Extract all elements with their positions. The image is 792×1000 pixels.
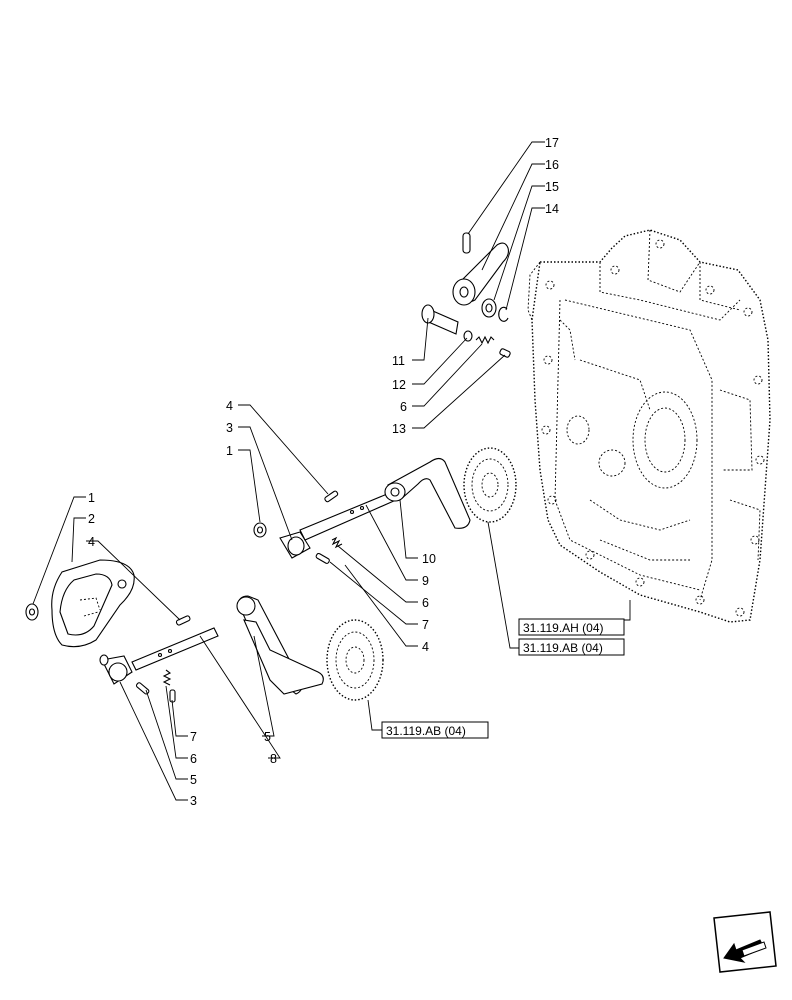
callout-11: 11 <box>392 354 405 368</box>
callout-16: 16 <box>545 158 559 172</box>
callout-8: 8 <box>270 752 277 766</box>
callout-6-mid: 6 <box>422 596 429 610</box>
callout-6-low: 6 <box>190 752 197 766</box>
callout-13: 13 <box>392 422 406 436</box>
selector-rod-9 <box>299 491 397 541</box>
synchro-gear-upper <box>463 447 517 523</box>
spring-6-mid <box>331 536 343 549</box>
callout-7-mid: 7 <box>422 618 429 632</box>
selector-lever-assembly <box>421 232 511 358</box>
upper-selector-fork-assembly <box>253 447 517 564</box>
callout-14: 14 <box>545 202 559 216</box>
callout-4-right: 4 <box>422 640 429 654</box>
pin-13 <box>499 348 511 358</box>
reference-31-119-ab-lower[interactable]: 31.119.AB (04) <box>381 721 489 739</box>
callout-labels: 17 16 15 14 11 12 6 13 4 3 1 10 9 6 7 4 … <box>88 136 559 808</box>
leader-lines <box>32 141 631 801</box>
callout-7-low: 7 <box>190 730 197 744</box>
callout-5-low: 5 <box>190 773 197 787</box>
callout-15: 15 <box>545 180 559 194</box>
svg-text:31.119.AH (04): 31.119.AH (04) <box>523 621 604 635</box>
next-page-arrow-icon[interactable] <box>713 911 777 973</box>
spring-6-top <box>475 335 495 345</box>
callout-4-mid: 4 <box>226 399 233 413</box>
reference-31-119-ah[interactable]: 31.119.AH (04) <box>518 618 625 636</box>
callout-1-low: 1 <box>88 491 95 505</box>
reference-31-119-ab-upper[interactable]: 31.119.AB (04) <box>518 638 625 656</box>
callout-17: 17 <box>545 136 559 150</box>
callout-9: 9 <box>422 574 429 588</box>
pin-7-low <box>169 689 176 703</box>
callout-6-top: 6 <box>400 400 407 414</box>
callout-3-mid: 3 <box>226 421 233 435</box>
callout-2: 2 <box>88 512 95 526</box>
spring-6-low <box>162 669 172 686</box>
svg-text:31.119.AB (04): 31.119.AB (04) <box>523 641 603 655</box>
pin-7-mid <box>315 552 330 564</box>
svg-text:31.119.AB (04): 31.119.AB (04) <box>386 724 466 738</box>
pin-4-low <box>175 615 191 626</box>
callout-5-fork: 5 <box>264 730 271 744</box>
callout-4-low: 4 <box>88 535 95 549</box>
callout-10: 10 <box>422 552 436 566</box>
reference-boxes[interactable]: 31.119.AH (04) 31.119.AB (04) 31.119.AB … <box>381 618 625 739</box>
pin-4-top <box>324 490 339 503</box>
selector-rod-8 <box>131 627 219 671</box>
pin-5-low <box>135 682 150 695</box>
callout-12: 12 <box>392 378 406 392</box>
lower-selector-fork-assembly <box>25 559 384 703</box>
snap-ring-14 <box>498 306 509 322</box>
callout-3-low: 3 <box>190 794 197 808</box>
synchro-gear-lower <box>326 619 384 701</box>
transmission-housing <box>527 229 771 623</box>
callout-1-mid: 1 <box>226 444 233 458</box>
selector-fork-10 <box>387 457 471 529</box>
pin-17 <box>462 232 471 254</box>
